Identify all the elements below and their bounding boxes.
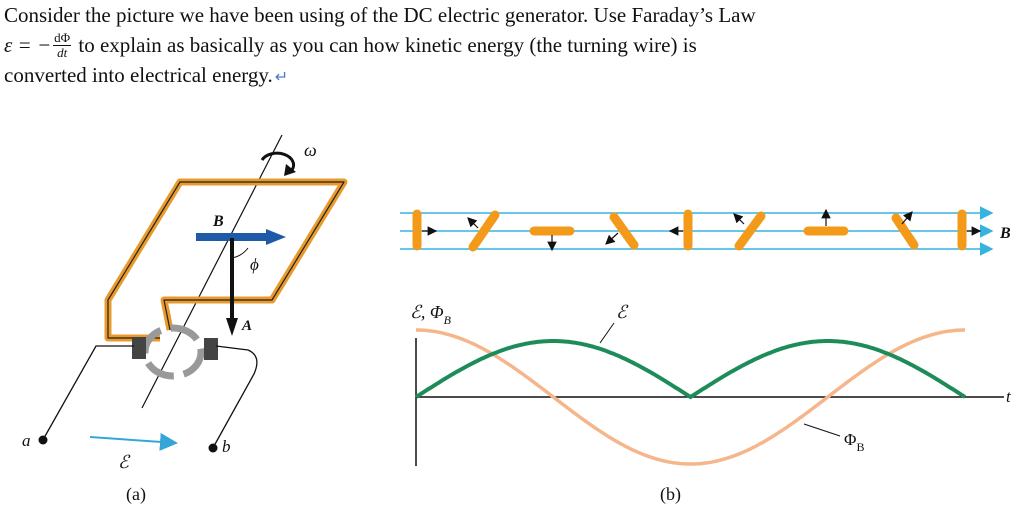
wire-to-a: [43, 345, 134, 439]
graph-t-label: t: [1006, 387, 1012, 406]
phi-label: ϕ: [250, 255, 259, 274]
flux-curve-label-sub: B: [856, 440, 864, 454]
b-field-label: B⃗: [212, 213, 236, 230]
terminal-b-label: b: [222, 437, 231, 456]
area-vector-arrowhead-icon: [226, 318, 238, 336]
rotation-axis: [141, 134, 283, 409]
faraday-numerator: dΦ: [53, 29, 72, 46]
flux-curve-label-main: Φ: [844, 430, 856, 449]
caption-b: (b): [660, 484, 681, 505]
emf-label-a: ℰ: [118, 452, 131, 472]
rod-position-2: [468, 210, 500, 252]
emf-curve-leader: [599, 322, 615, 344]
coil-loop: [104, 178, 348, 342]
terminal-a-label: a: [22, 431, 31, 450]
question-line-3: converted into electrical energy.↵: [4, 60, 1014, 90]
flux-curve-label: ΦB: [844, 430, 864, 454]
omega-label: ω: [304, 140, 317, 160]
rod-position-4: [609, 212, 639, 250]
figure-a-generator: ω B⃗ A⃗ ϕ a b ℰ (a): [22, 134, 348, 505]
flux-curve-leader: [803, 423, 841, 437]
normal-arrow-2-icon: [467, 217, 479, 229]
flux-curve: [416, 328, 965, 466]
b-field-arrowhead-icon: [266, 229, 286, 245]
field-b-label: B⃗: [999, 225, 1023, 242]
faraday-emf-symbol: ε = −: [4, 33, 52, 57]
paragraph-mark-icon: ↵: [274, 69, 289, 86]
rotation-arrow-icon: [260, 151, 296, 171]
normal-arrow-6-icon: [733, 213, 745, 225]
graph-axis-label-main: ℰ, Φ: [410, 302, 444, 322]
brush-right: [204, 338, 218, 360]
figure-b-rotation-sequence: B⃗: [400, 206, 1023, 256]
terminal-a: [38, 435, 48, 445]
normal-arrow-8-icon: [901, 211, 913, 225]
emf-curve: [414, 339, 967, 400]
brush-left: [132, 337, 146, 359]
terminal-b: [208, 443, 218, 453]
question-line-3-text: converted into electrical energy.: [4, 63, 273, 87]
coil-loop-outline: [107, 181, 345, 339]
area-vector-label: A⃗: [241, 318, 264, 334]
faraday-denominator: dt: [57, 44, 68, 60]
figure-b-graph: t ℰ, ΦB ℰ ΦB (b): [410, 302, 1012, 505]
emf-curve-label: ℰ: [616, 302, 629, 322]
caption-a: (a): [126, 484, 146, 505]
rotation-arrowhead-icon: [284, 164, 296, 176]
question-line-1: Consider the picture we have been using …: [4, 3, 756, 27]
graph-axis-label-sub: B: [444, 313, 452, 327]
graph-axis-label: ℰ, ΦB: [410, 302, 452, 327]
rod-position-6: [734, 211, 766, 251]
commutator-ring: [141, 324, 205, 380]
question-text: Consider the picture we have been using …: [4, 0, 1014, 90]
normal-arrow-4-icon: [605, 232, 619, 245]
question-line-2-text: to explain as basically as you can how k…: [73, 33, 697, 57]
rod-position-8: [891, 213, 919, 250]
phi-angle-arc: [231, 247, 249, 259]
current-arrow-icon: [89, 432, 178, 451]
wire-to-b: [213, 345, 258, 447]
